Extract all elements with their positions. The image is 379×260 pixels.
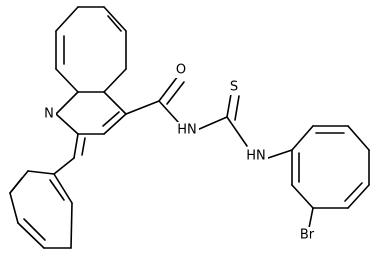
bond	[291, 184, 314, 209]
bond	[158, 75, 179, 102]
bond	[267, 149, 293, 159]
bond	[53, 173, 73, 204]
bond	[102, 111, 120, 127]
bond	[344, 182, 363, 202]
bond	[103, 6, 127, 32]
bond	[291, 125, 314, 151]
bond	[347, 184, 370, 209]
bond	[49, 179, 65, 201]
bond	[55, 113, 79, 135]
bond	[55, 6, 79, 32]
bond	[196, 116, 228, 131]
bond	[55, 68, 79, 93]
bond	[9, 177, 23, 194]
bond	[70, 202, 73, 249]
amide-chain	[125, 75, 293, 159]
bond	[166, 81, 185, 105]
bond	[158, 100, 180, 124]
bond	[9, 192, 19, 224]
bond	[103, 113, 127, 135]
quinoline-benzo-ring	[55, 6, 127, 115]
phenyl-ring	[9, 157, 75, 249]
bond	[226, 116, 248, 147]
quinoline-pyridine-ring	[55, 111, 127, 159]
bromophenyl-ring	[291, 125, 370, 229]
atom-n-ring: N	[44, 107, 54, 122]
bond	[81, 137, 86, 156]
bond	[226, 93, 232, 118]
atom-labels: N O HN S HN Br	[42, 62, 318, 243]
bond	[27, 170, 55, 175]
atom-o-carbonyl: O	[176, 63, 186, 78]
bond	[73, 133, 79, 159]
bond	[347, 125, 370, 151]
bond	[23, 218, 46, 241]
bond	[55, 91, 79, 115]
bond	[103, 91, 127, 115]
bond	[17, 222, 45, 249]
bond	[53, 157, 75, 175]
bond	[103, 68, 127, 93]
bond	[125, 100, 160, 115]
bond	[308, 207, 314, 229]
bond	[107, 15, 122, 32]
atom-nh-aryl: HN	[246, 149, 266, 164]
atom-br: Br	[300, 228, 315, 243]
atom-s-thio: S	[230, 80, 238, 95]
bond	[234, 95, 240, 121]
atom-nh-amide: HN	[177, 123, 197, 138]
